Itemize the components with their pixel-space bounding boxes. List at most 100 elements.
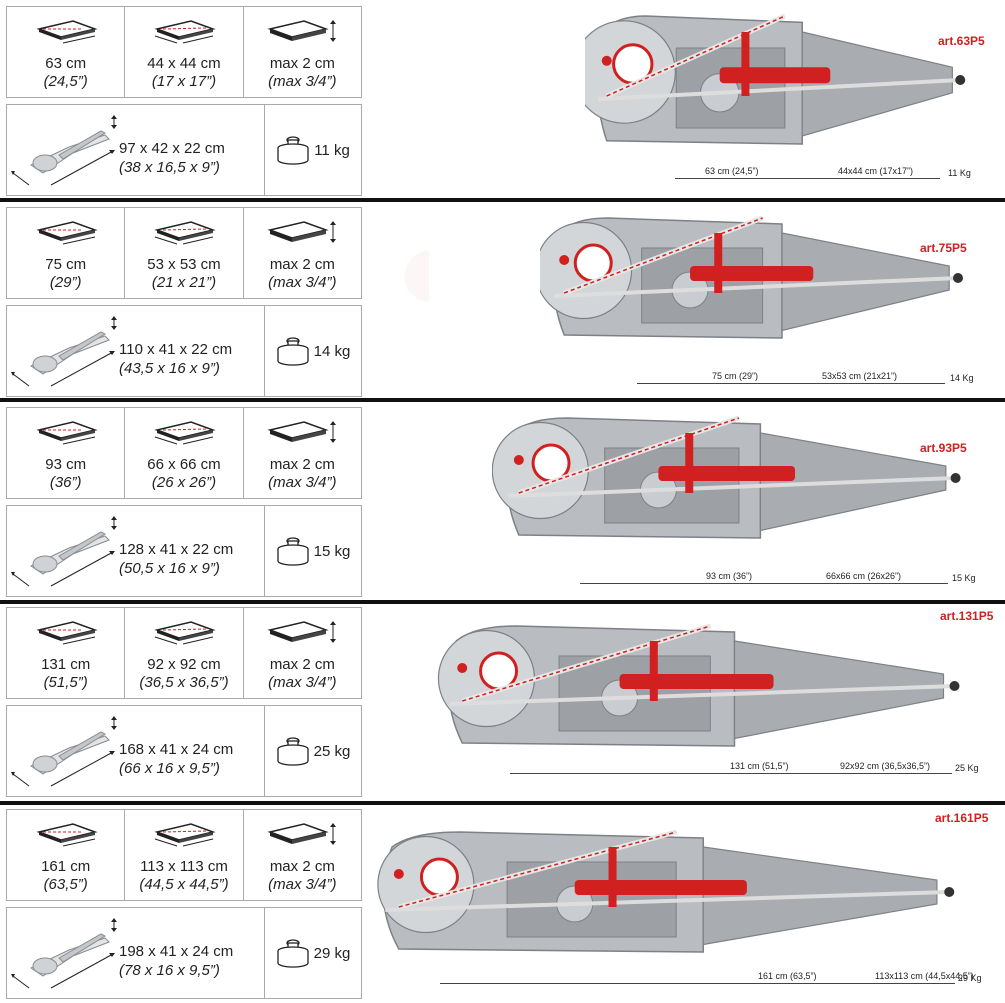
spec-grid-bottom: 128 x 41 x 22 cm (50,5 x 16 x 9”) 15 kg (6, 505, 362, 597)
thickness-cell: max 2 cm (max 3/4”) (244, 810, 361, 900)
thick-cm-text: max 2 cm (269, 55, 335, 72)
product-section: 131 cm (51,5”) 92 x 92 cm (36,5 x 36,5”) (0, 601, 1005, 797)
dimension-line (675, 178, 940, 179)
weight-text: 14 kg (313, 342, 351, 360)
mini-diagonal-label: 53x53 cm (21x21”) (822, 371, 898, 381)
breaker-arm (741, 32, 750, 96)
tile-diagonal-icon (154, 823, 216, 847)
thick-in-text: (max 3/4”) (268, 73, 337, 90)
thick-in-text: (max 3/4”) (268, 674, 337, 691)
thickness-cell: max 2 cm (max 3/4”) (244, 608, 361, 698)
tile-length-icon (36, 823, 98, 847)
weight-text: 15 kg (313, 542, 351, 560)
length-cell: 161 cm (63,5”) (7, 810, 126, 900)
length-cm-text: 63 cm (45, 55, 87, 72)
tile-thickness-icon (267, 20, 337, 42)
breaker-arm (649, 641, 658, 701)
end-stop (950, 473, 961, 483)
box-dimensions-cell: 198 x 41 x 24 cm (78 x 16 x 9,5”) (7, 908, 265, 998)
box-dimensions-cell: 128 x 41 x 22 cm (50,5 x 16 x 9”) (7, 506, 265, 596)
thick-cm-text: max 2 cm (269, 256, 335, 273)
spec-grid-bottom: 198 x 41 x 24 cm (78 x 16 x 9,5”) 29 kg (6, 907, 362, 999)
product-section: 75 cm (29”) 53 x 53 cm (21 x 21”) (0, 201, 1005, 397)
diag-in-text: (21 x 21”) (151, 274, 217, 291)
diagonal-cell: 92 x 92 cm (36,5 x 36,5”) (125, 608, 244, 698)
section-separator (0, 198, 1005, 202)
packed-cutter-icon (11, 316, 117, 387)
length-in-text: (36”) (49, 474, 82, 491)
angle-knob (559, 255, 570, 265)
weight-cell: 25 kg (265, 706, 361, 796)
angle-knob (393, 869, 404, 879)
weight-text: 29 kg (313, 944, 351, 962)
product-section: 161 cm (63,5”) 113 x 113 cm (44,5 x 44,5… (0, 803, 1005, 999)
breaker-arm (608, 847, 617, 907)
weight-icon (276, 939, 309, 968)
weight-icon (276, 537, 309, 566)
diag-cm-text: 92 x 92 cm (147, 656, 221, 673)
length-in-text: (51,5”) (43, 674, 88, 691)
cutter-handle (658, 466, 796, 481)
ruler-scale (606, 15, 786, 97)
box-in-text: (38 x 16,5 x 9”) (119, 159, 220, 176)
article-number: art.93P5 (920, 441, 967, 455)
mini-weight-label: 25 Kg (955, 763, 979, 773)
thickness-cell: max 2 cm (max 3/4”) (244, 208, 361, 298)
guide-rail (450, 684, 955, 706)
thickness-cell: max 2 cm (max 3/4”) (244, 7, 361, 97)
box-dimensions-cell: 168 x 41 x 24 cm (66 x 16 x 9,5”) (7, 706, 265, 796)
tile-cutter-illustration (437, 623, 960, 747)
length-cm-text: 93 cm (45, 456, 87, 473)
length-cell: 131 cm (51,5”) (7, 608, 126, 698)
guide-rail (554, 276, 959, 298)
cutter-handle (690, 266, 814, 281)
tile-cutter-illustration (492, 415, 961, 539)
length-in-text: (24,5”) (43, 73, 88, 90)
mini-weight-label: 11 Kg (948, 168, 971, 178)
tile-thickness-icon (267, 221, 337, 243)
mini-weight-label: 29 Kg (958, 973, 982, 983)
mini-length-label: 93 cm (36”) (706, 571, 753, 581)
breaker-arm (685, 433, 694, 493)
packed-cutter-icon (11, 516, 117, 587)
weight-cell: 29 kg (265, 908, 361, 998)
diagonal-cell: 44 x 44 cm (17 x 17”) (125, 7, 244, 97)
box-cm-text: 110 x 41 x 22 cm (119, 341, 233, 358)
guide-rail (385, 890, 950, 912)
mini-diagonal-label: 66x66 cm (26x26”) (826, 571, 902, 581)
diag-cm-text: 66 x 66 cm (147, 456, 221, 473)
end-stop (953, 273, 963, 283)
length-cell: 63 cm (24,5”) (7, 7, 126, 97)
breaker-arm (714, 233, 723, 293)
weight-icon (277, 136, 309, 165)
mini-length-label: 63 cm (24,5”) (705, 166, 759, 176)
ruler-scale (563, 217, 763, 294)
article-number: art.63P5 (938, 34, 985, 48)
weight-cell: 15 kg (265, 506, 361, 596)
mini-diagonal-label: 92x92 cm (36,5x36,5”) (840, 761, 931, 771)
angle-knob (513, 455, 524, 465)
mini-diagonal-label: 113x113 cm (44,5x44,5”) (875, 971, 974, 981)
spec-grid-top: 93 cm (36”) 66 x 66 cm (26 x 26”) (6, 407, 362, 499)
dimension-line (510, 773, 952, 774)
weight-cell: 14 kg (265, 306, 361, 396)
length-cell: 93 cm (36”) (7, 408, 126, 498)
spec-grid-bottom: 168 x 41 x 24 cm (66 x 16 x 9,5”) 25 kg (6, 705, 362, 797)
ruler-scale (398, 831, 677, 908)
dimension-line (580, 583, 948, 584)
length-cm-text: 161 cm (41, 858, 91, 875)
guide-rail (597, 78, 961, 102)
length-cm-text: 75 cm (45, 256, 87, 273)
diag-in-text: (44,5 x 44,5”) (139, 876, 229, 893)
thick-in-text: (max 3/4”) (268, 274, 337, 291)
cutter-handle (574, 880, 747, 895)
thick-in-text: (max 3/4”) (268, 876, 337, 893)
product-section: 63 cm (24,5”) 44 x 44 cm (17 x 17”) (0, 0, 1005, 196)
guide-rail (508, 476, 956, 498)
spec-grid-top: 75 cm (29”) 53 x 53 cm (21 x 21”) (6, 207, 362, 299)
tile-length-icon (36, 421, 98, 445)
diag-in-text: (36,5 x 36,5”) (139, 674, 229, 691)
thick-in-text: (max 3/4”) (268, 474, 337, 491)
tile-length-icon (36, 621, 98, 645)
box-in-text: (50,5 x 16 x 9”) (119, 560, 220, 577)
